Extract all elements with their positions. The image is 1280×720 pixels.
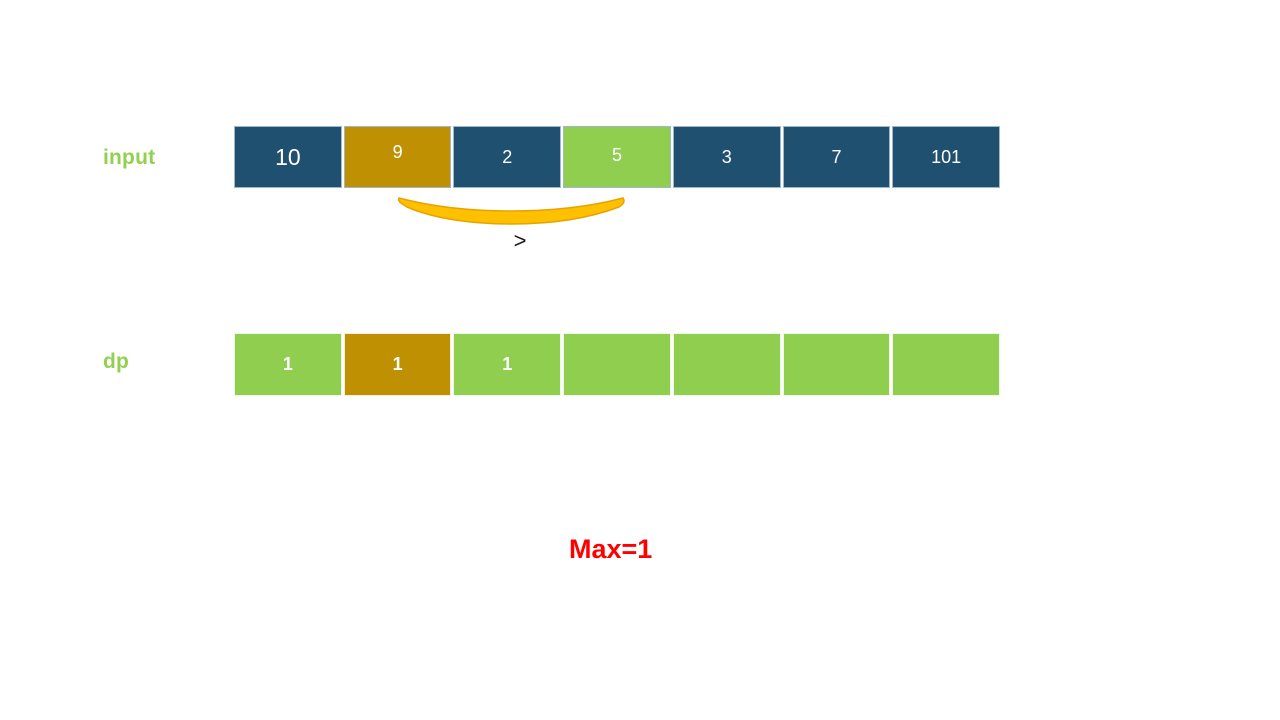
input-cell: 3 (672, 126, 781, 188)
dp-cell (672, 333, 781, 396)
input-cell: 2 (453, 126, 562, 188)
dp-cell (563, 333, 671, 396)
max-value-text: Max=1 (569, 534, 653, 564)
dp-cell: 1 (453, 333, 562, 396)
dp-row-label: dp (103, 350, 130, 373)
dp-cell (892, 333, 1001, 396)
input-cell: 5 (563, 126, 671, 188)
input-cell: 101 (892, 126, 1001, 188)
dp-cell: 1 (234, 333, 342, 396)
dp-cell (782, 333, 891, 396)
comparison-arc-icon (397, 197, 625, 225)
input-cell: 9 (343, 126, 452, 188)
input-cell: 7 (782, 126, 891, 188)
input-row-label: input (103, 146, 156, 169)
input-cell: 10 (234, 126, 342, 188)
dp-cell: 1 (343, 333, 452, 396)
greater-than-symbol: > (513, 228, 527, 253)
